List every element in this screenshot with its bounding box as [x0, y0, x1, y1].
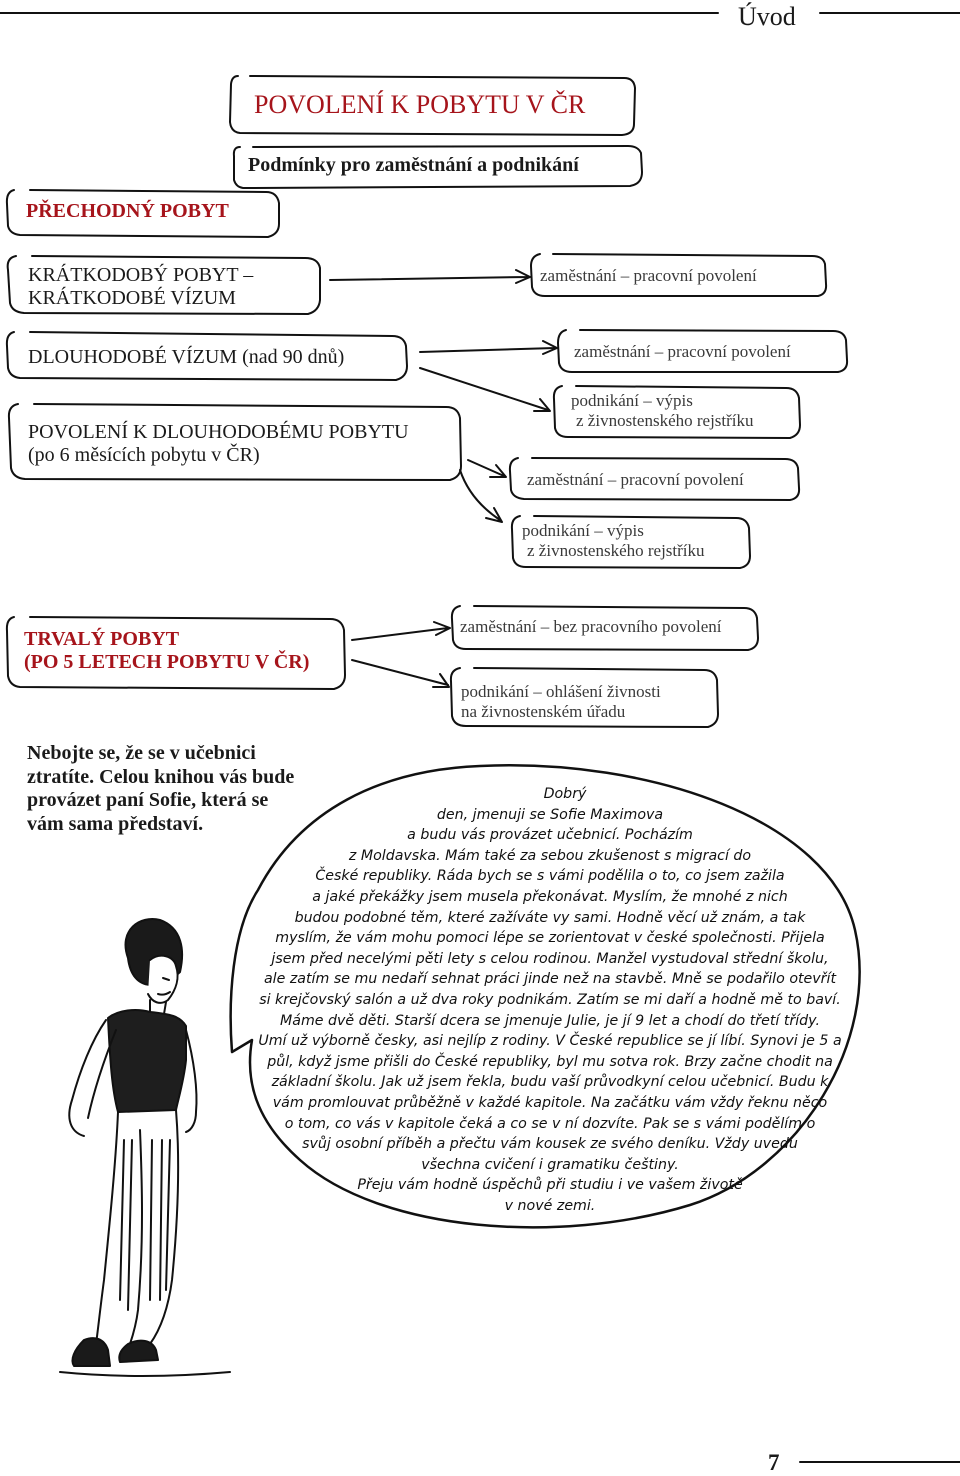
- bubble-line: si krejčovský salón a už dva roky podnik…: [259, 991, 841, 1008]
- intro-line: ztratíte. Celou knihou vás bude: [27, 765, 295, 788]
- bubble-line: v nové zemi.: [504, 1197, 596, 1214]
- bubble-line: a budu vás provázet učebnicí. Pocházím: [407, 827, 693, 844]
- bubble-line: jsem před necelými pěti lety s celou rod…: [271, 950, 829, 967]
- temporary-box: [5, 189, 280, 238]
- condition-long-residence-employment: zaměstnání – pracovní povolení: [527, 470, 744, 489]
- bubble-line: Dobrý: [543, 786, 587, 802]
- subtitle-box: [232, 145, 643, 189]
- title-box: [229, 75, 636, 136]
- category-long-residence-line2: (po 6 měsících pobytu v ČR): [28, 444, 260, 466]
- intro-line: Nebojte se, že se v učebnici: [27, 742, 256, 764]
- chapter-title: Úvod: [738, 2, 796, 31]
- arrow-long-visa-business: [419, 367, 551, 412]
- condition-long-residence-business-line2: z živnostenského rejstříku: [527, 541, 705, 560]
- bubble-line: základní školu. Jak už jsem řekla, budu …: [271, 1074, 829, 1091]
- condition-permanent-business-line2: na živnostenském úřadu: [461, 702, 626, 721]
- bubble-line: Přeju vám hodně úspěchů při studiu i ve …: [357, 1177, 743, 1194]
- arrow-short-term: [329, 269, 531, 284]
- page-number: 7: [768, 1450, 780, 1475]
- speech-bubble-text: Dobrý den, jmenuji se Sofie Maximova a b…: [255, 784, 845, 1216]
- diagram-title: POVOLENÍ K POBYTU V ČR: [254, 90, 586, 119]
- long-visa-business-box: [552, 385, 801, 439]
- arrow-long-visa-employment: [419, 340, 558, 355]
- category-long-residence: POVOLENÍ K DLOUHODOBÉMU POBYTU (po 6 měs…: [28, 421, 409, 467]
- bubble-line: Máme dvě děti. Starší dcera se jmenuje J…: [280, 1012, 820, 1029]
- bubble-line: svůj osobní příběh a přečtu vám kousek z…: [302, 1136, 798, 1153]
- category-short-term-line1: KRÁTKODOBÝ POBYT –: [28, 264, 254, 286]
- bubble-line: a jaké překážky jsem musela překonávat. …: [312, 888, 788, 905]
- intro-line: vám sama představí.: [27, 812, 204, 835]
- intro-line: provázet paní Sofie, která se: [27, 789, 269, 811]
- condition-permanent-business-line1: podnikání – ohlášení živnosti: [461, 682, 661, 701]
- category-temporary: PŘECHODNÝ POBYT: [26, 200, 229, 222]
- bubble-line: budou podobné těm, které zažíváte vy sam…: [294, 909, 806, 926]
- long-residence-employment-box: [508, 457, 801, 501]
- category-long-residence-line1: POVOLENÍ K DLOUHODOBÉMU POBYTU: [28, 421, 409, 443]
- long-residence-business-box: [510, 515, 751, 569]
- short-term-box: [6, 255, 321, 315]
- condition-long-visa-business-line2: z živnostenského rejstříku: [576, 411, 754, 430]
- long-visa-box: [5, 331, 408, 381]
- long-visa-employment-box: [557, 329, 849, 373]
- condition-long-visa-business-line1: podnikání – výpis: [571, 391, 693, 410]
- category-permanent-line1: TRVALÝ POBYT: [24, 628, 180, 650]
- condition-long-visa-business: podnikání – výpis z živnostenského rejst…: [571, 391, 754, 431]
- condition-long-residence-business: podnikání – výpis z živnostenského rejst…: [522, 521, 705, 561]
- bubble-line: vám promlouvat průběžně v každé kapitole…: [272, 1094, 828, 1111]
- condition-permanent-employment: zaměstnání – bez pracovního povolení: [460, 617, 722, 636]
- bubble-line: den, jmenuji se Sofie Maximova: [436, 806, 664, 823]
- condition-long-visa-employment: zaměstnání – pracovní povolení: [574, 342, 791, 361]
- sofie-illustration: [59, 918, 231, 1377]
- bubble-line: Umí už výborně česky, asi nejlíp z rodin…: [258, 1033, 842, 1050]
- category-long-visa: DLOUHODOBÉ VÍZUM (nad 90 dnů): [28, 346, 345, 368]
- permanent-box: [5, 616, 346, 690]
- bubble-line: myslím, že vám mohu pomoci lépe se zorie…: [275, 930, 825, 947]
- bubble-line: z Moldavska. Mám také za sebou zkušenost…: [348, 847, 752, 864]
- arrow-long-residence-employment: [467, 459, 507, 478]
- category-permanent-line2: (PO 5 LETECH POBYTU V ČR): [24, 651, 310, 673]
- bubble-line: půl, když jsme přišli do České republiky…: [267, 1053, 833, 1070]
- arrow-permanent-employment: [351, 621, 451, 641]
- intro-paragraph: Nebojte se, že se v učebnici ztratíte. C…: [27, 742, 357, 836]
- category-short-term: KRÁTKODOBÝ POBYT – KRÁTKODOBÉ VÍZUM: [28, 264, 253, 310]
- long-residence-box: [7, 403, 462, 481]
- category-permanent: TRVALÝ POBYT (PO 5 LETECH POBYTU V ČR): [24, 628, 309, 674]
- short-term-condition-box: [530, 253, 828, 297]
- diagram-subtitle: Podmínky pro zaměstnání a podnikání: [248, 154, 579, 176]
- category-short-term-line2: KRÁTKODOBÉ VÍZUM: [28, 287, 236, 309]
- bubble-line: ale zatím se mu nedaří sehnat práci jind…: [263, 971, 837, 988]
- arrow-permanent-business: [351, 659, 450, 688]
- condition-permanent-business: podnikání – ohlášení živnosti na živnost…: [461, 682, 661, 722]
- permanent-business-box: [449, 667, 719, 728]
- bubble-line: všechna cvičení i gramatiku češtiny.: [421, 1156, 679, 1173]
- arrow-long-residence-business: [459, 469, 503, 523]
- bubble-line: České republiky. Ráda bych se s vámi pod…: [315, 868, 785, 885]
- bubble-line: o tom, co vás v kapitole čeká a co se v …: [284, 1115, 816, 1132]
- permanent-employment-box: [450, 605, 759, 651]
- condition-short-term-employment: zaměstnání – pracovní povolení: [540, 266, 757, 285]
- speech-bubble: [229, 764, 861, 1229]
- condition-long-residence-business-line1: podnikání – výpis: [522, 521, 644, 540]
